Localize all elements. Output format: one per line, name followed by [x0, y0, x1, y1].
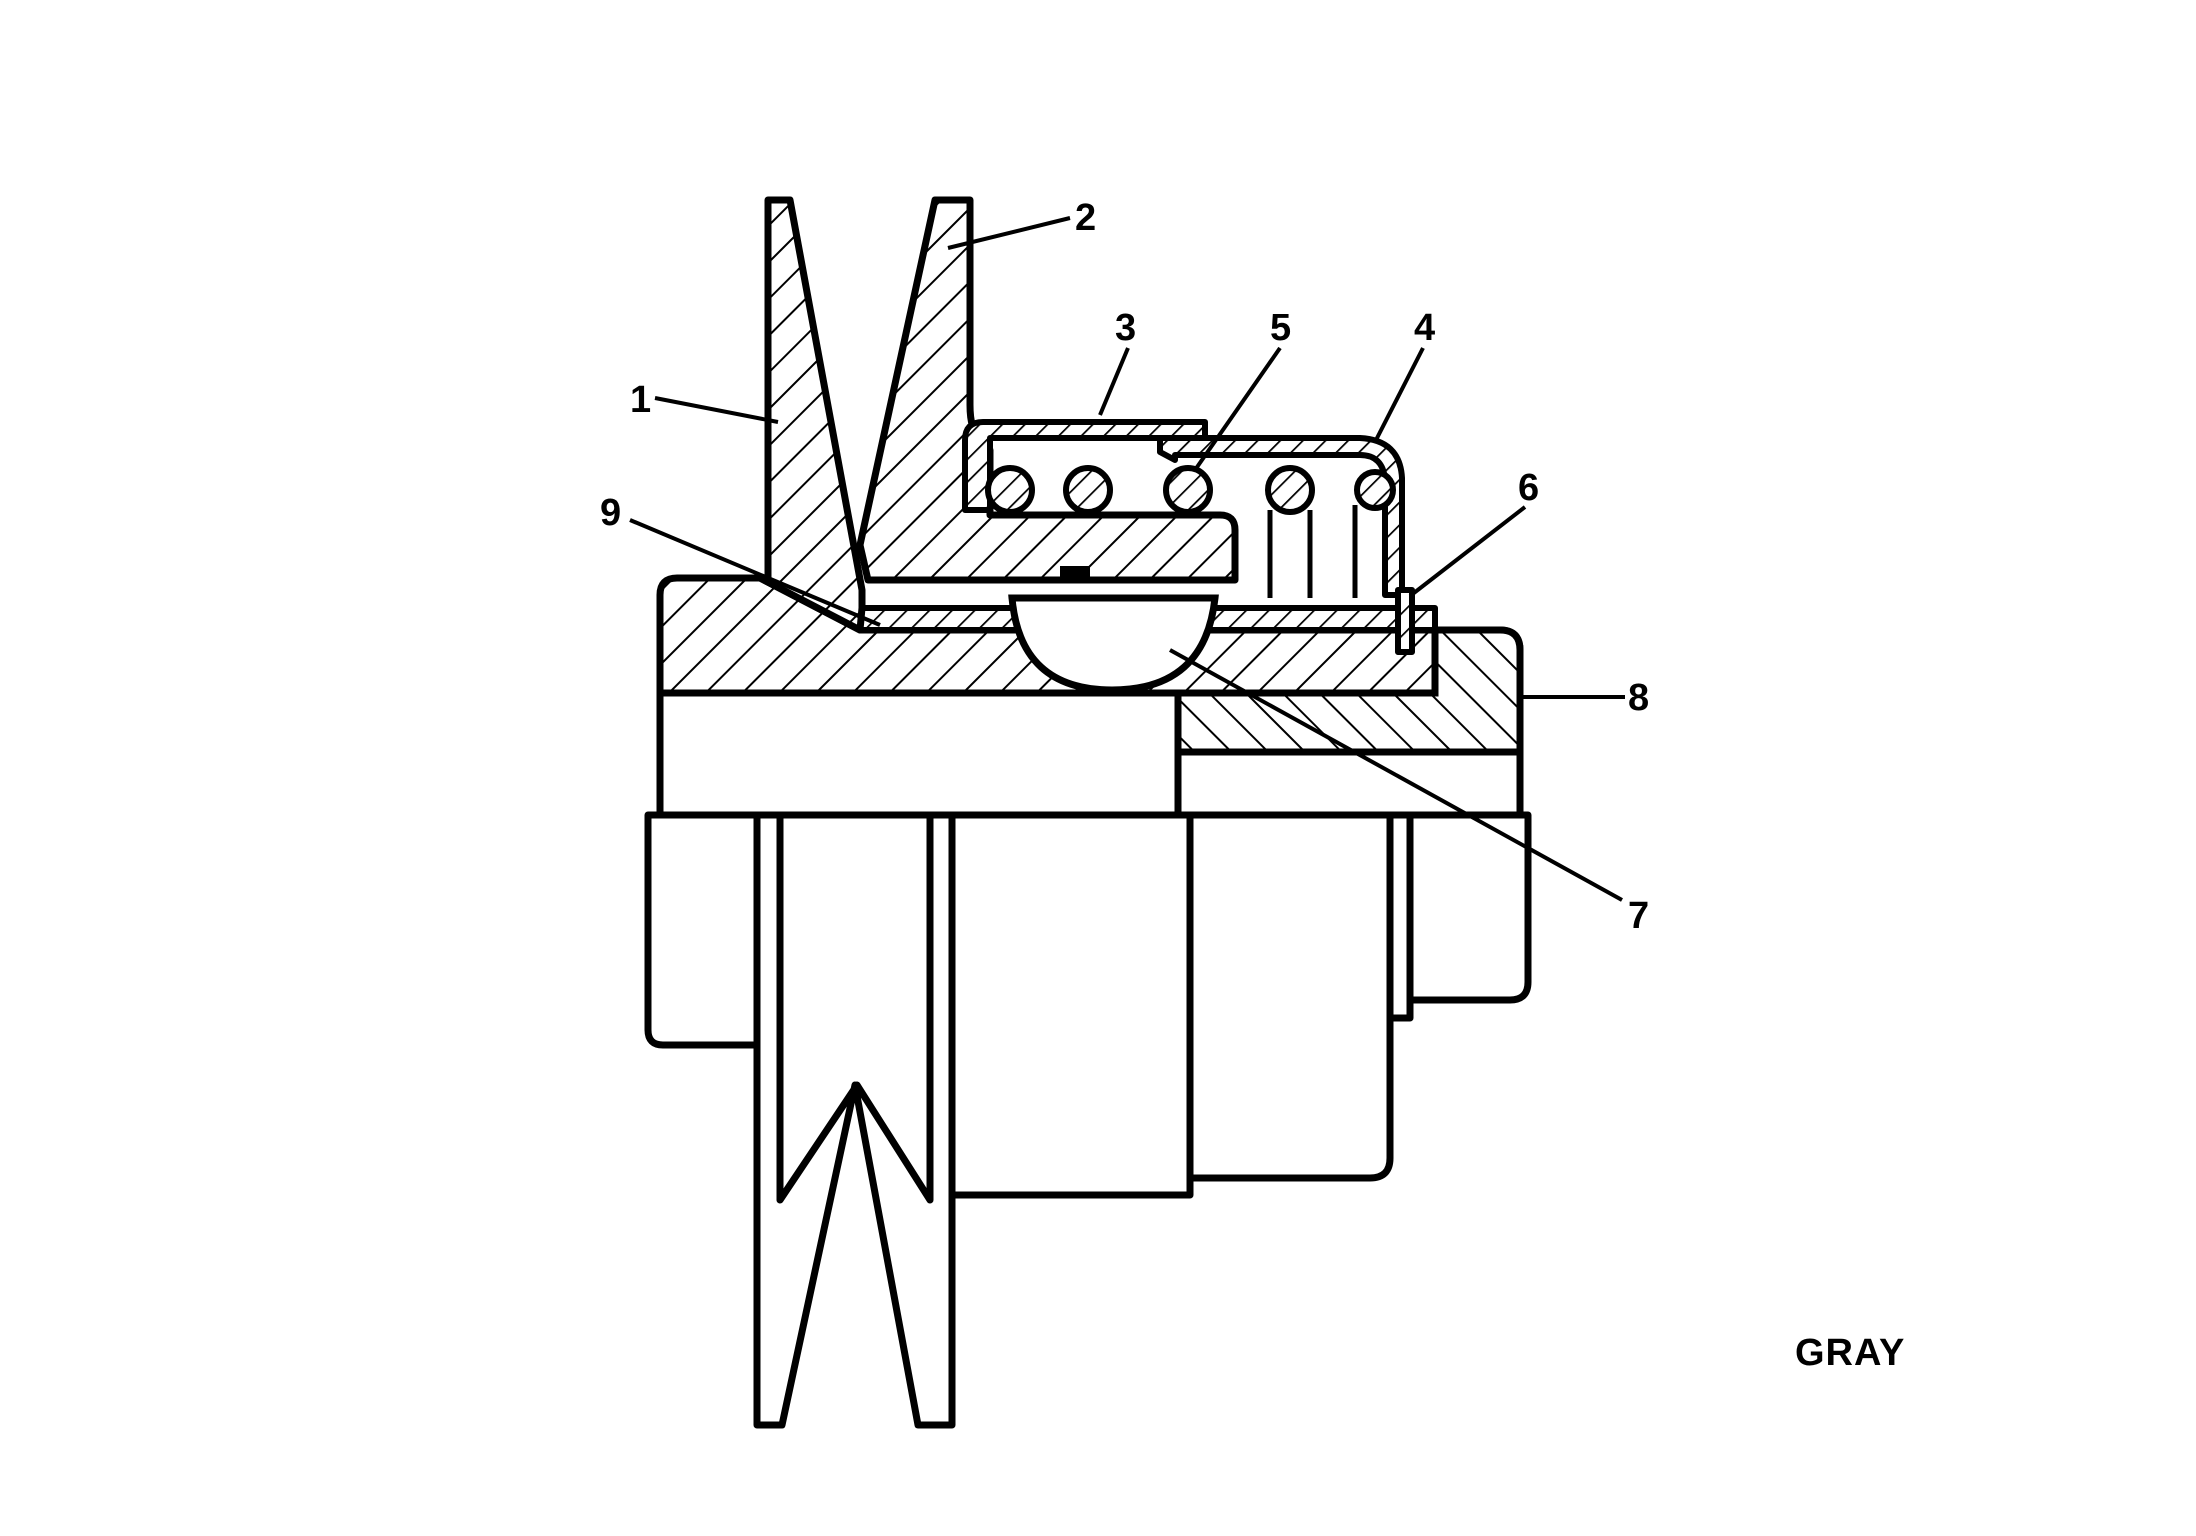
compression-spring: [985, 465, 1396, 598]
snap-ring: [1395, 587, 1415, 655]
callout-2: 2: [1075, 197, 1096, 239]
leader-1: [654, 396, 779, 424]
callout-5: 5: [1270, 307, 1291, 349]
lower-sheave-flanges: [753, 811, 956, 1429]
leader-2: [947, 216, 1071, 250]
leader-7: [1169, 648, 1623, 902]
callout-7: 7: [1628, 895, 1649, 937]
spring-coil: [1265, 465, 1315, 515]
callout-1: 1: [630, 379, 651, 421]
spring-coil: [1354, 469, 1396, 511]
movable-sheave: [856, 196, 1239, 584]
drive-key: [1008, 594, 1219, 694]
hub-end-section: [1174, 626, 1524, 756]
callout-8: 8: [1628, 677, 1649, 719]
shaft-bore: [656, 689, 1524, 819]
callout-labels: 1 2 3 5 4 6 9 8 7: [600, 197, 1649, 937]
figure-caption: GRAY: [1795, 1332, 1905, 1374]
leader-6: [1408, 505, 1527, 598]
callout-3: 3: [1115, 307, 1136, 349]
leader-5: [1193, 346, 1282, 472]
fixed-sheave-flange: [756, 196, 866, 634]
key-marker: [1060, 566, 1090, 578]
leader-4: [1373, 347, 1425, 443]
callout-4: 4: [1414, 307, 1435, 349]
leader-lines: [629, 216, 1625, 902]
callout-9: 9: [600, 492, 621, 534]
spring-coil: [985, 465, 1035, 515]
spring-coil: [1163, 465, 1213, 515]
spring-coil: [1063, 465, 1113, 515]
callout-6: 6: [1518, 467, 1539, 509]
leader-9: [629, 518, 881, 627]
leader-3: [1098, 347, 1130, 416]
